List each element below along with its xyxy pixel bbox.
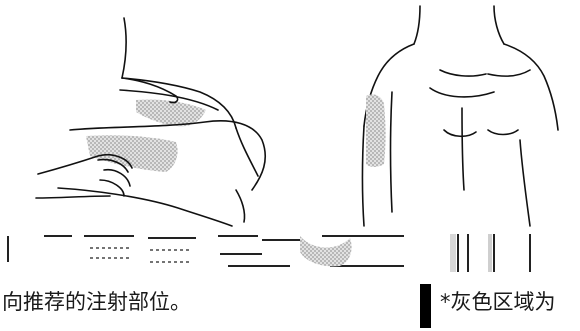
thigh-injection-zone: [86, 135, 178, 172]
upper-arm-figure: [361, 5, 559, 227]
abdomen-thigh-figure: [35, 17, 267, 227]
scan-artifact-strip: [0, 228, 580, 272]
caption-marker-bar: [420, 284, 431, 328]
caption-recommended-sites: 向推荐的注射部位。: [2, 290, 191, 314]
arm-injection-zone: [366, 94, 386, 167]
abdomen-injection-zone: [136, 99, 206, 127]
caption-gray-area-note: *灰色区域为: [440, 290, 556, 314]
